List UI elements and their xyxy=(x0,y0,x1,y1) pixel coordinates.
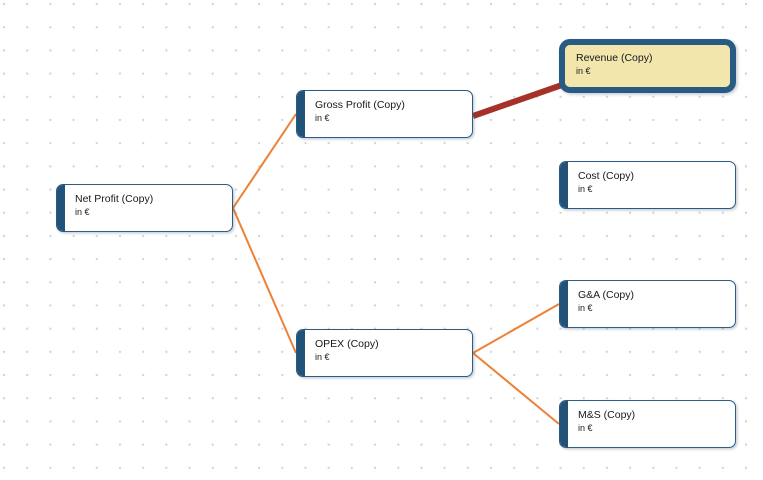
node-body: Cost (Copy) in € xyxy=(568,162,735,208)
node-title: M&S (Copy) xyxy=(578,409,636,421)
node-subtitle: in € xyxy=(578,303,593,313)
node-ms[interactable]: M&S (Copy) in € xyxy=(559,400,736,448)
node-body: Net Profit (Copy) in € xyxy=(65,185,232,231)
node-gross-profit[interactable]: Gross Profit (Copy) in € xyxy=(296,90,473,138)
node-subtitle: in € xyxy=(578,423,593,433)
node-opex[interactable]: OPEX (Copy) in € xyxy=(296,329,473,377)
node-body: G&A (Copy) in € xyxy=(568,281,735,327)
node-title: Cost (Copy) xyxy=(578,170,635,182)
node-title: Revenue (Copy) xyxy=(576,52,653,64)
node-body: M&S (Copy) in € xyxy=(568,401,735,447)
node-accent-bar xyxy=(560,281,568,327)
node-title: Gross Profit (Copy) xyxy=(315,99,405,111)
node-ga[interactable]: G&A (Copy) in € xyxy=(559,280,736,328)
node-subtitle: in € xyxy=(576,66,591,76)
node-title: OPEX (Copy) xyxy=(315,338,379,350)
node-subtitle: in € xyxy=(578,184,593,194)
node-body: OPEX (Copy) in € xyxy=(305,330,472,376)
edge-netprofit-opex[interactable] xyxy=(232,207,297,354)
edge-opex-ga[interactable] xyxy=(472,303,560,354)
node-accent-bar xyxy=(560,401,568,447)
node-revenue[interactable]: Revenue (Copy) in € xyxy=(559,39,736,93)
node-accent-bar xyxy=(297,330,305,376)
node-accent-bar xyxy=(297,91,305,137)
node-title: G&A (Copy) xyxy=(578,289,635,301)
node-net-profit[interactable]: Net Profit (Copy) in € xyxy=(56,184,233,232)
node-subtitle: in € xyxy=(75,207,90,217)
node-accent-bar xyxy=(560,162,568,208)
node-title: Net Profit (Copy) xyxy=(75,193,154,205)
edge-opex-ms[interactable] xyxy=(472,352,560,425)
node-body: Gross Profit (Copy) in € xyxy=(305,91,472,137)
node-body: Revenue (Copy) in € xyxy=(565,45,730,87)
node-subtitle: in € xyxy=(315,352,330,362)
edge-netprofit-grossprofit[interactable] xyxy=(232,113,297,209)
node-subtitle: in € xyxy=(315,113,330,123)
node-accent-bar xyxy=(57,185,65,231)
node-cost[interactable]: Cost (Copy) in € xyxy=(559,161,736,209)
edge-grossprofit-revenue[interactable] xyxy=(472,82,563,119)
